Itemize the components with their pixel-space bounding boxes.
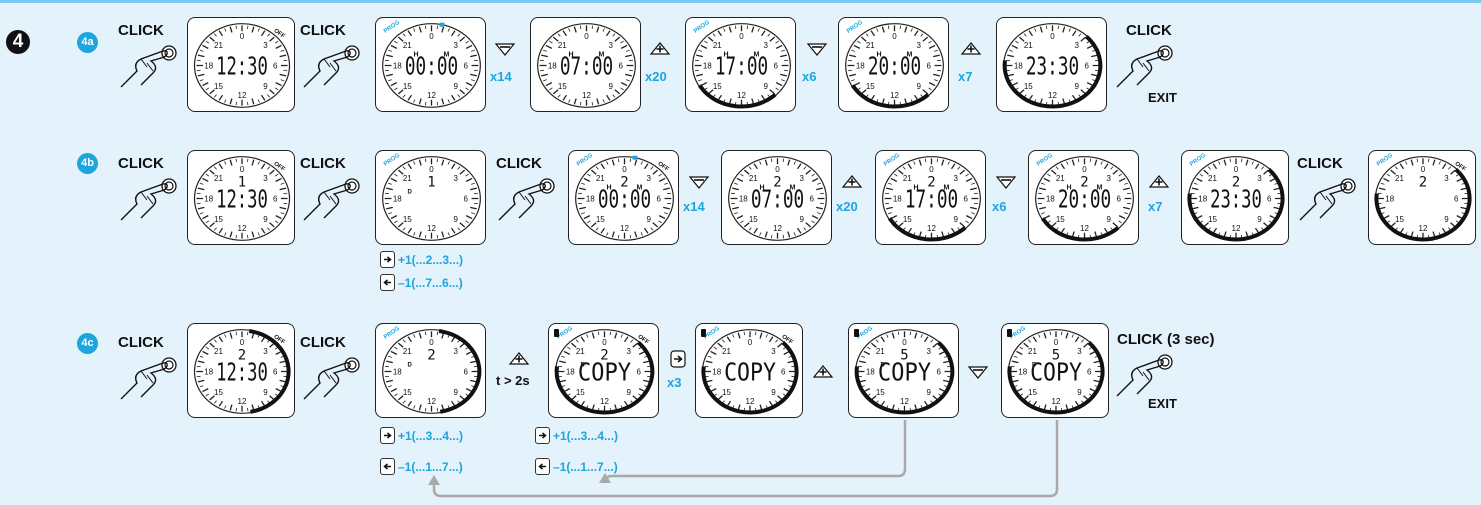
loop-back-arrow xyxy=(434,420,1057,496)
loop-back-arrow xyxy=(605,420,905,483)
loop-back-arrows xyxy=(0,3,1481,505)
loop-back-arrowhead xyxy=(599,473,611,483)
loop-back-arrowhead xyxy=(428,475,440,485)
